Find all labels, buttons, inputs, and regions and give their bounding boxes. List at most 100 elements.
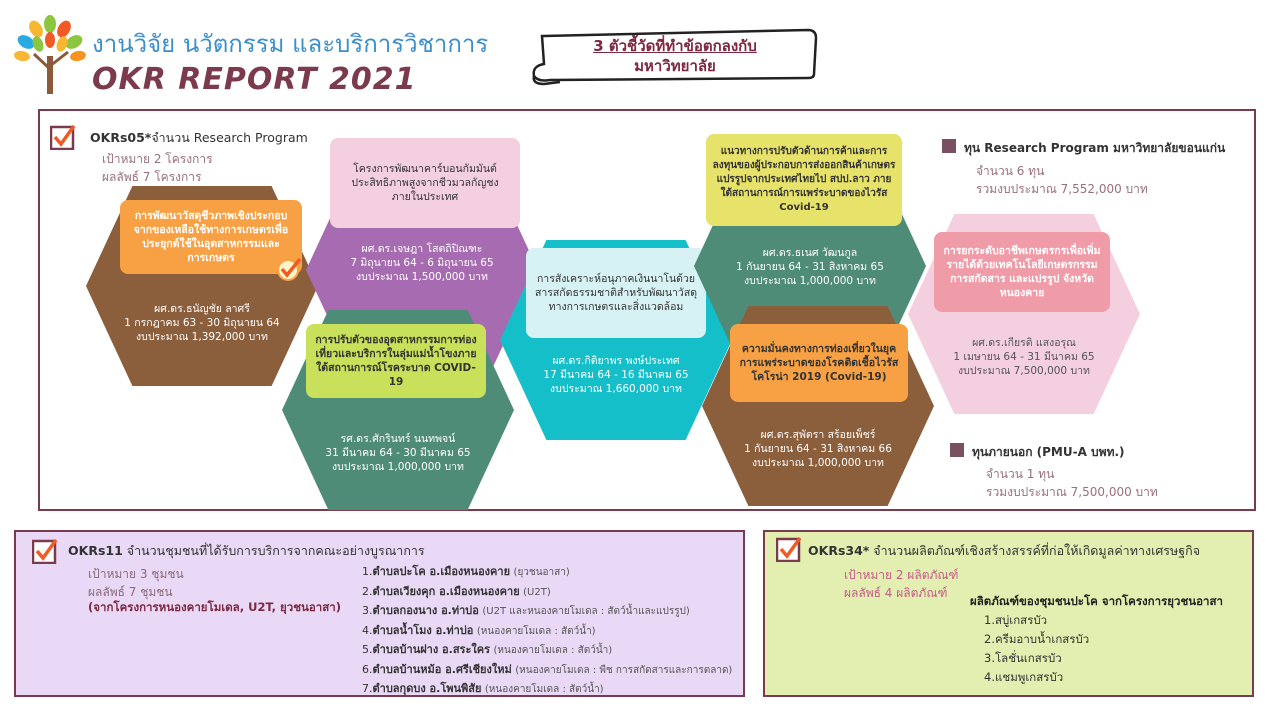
community-note: (ยุวชนอาสา) [513,567,570,578]
okr11-panel [14,530,745,697]
banner-line-2: มหาวิทยาลัย [634,57,716,75]
product-list: 1.สบู่เกสรบัว 2.ครีมอาบน้ำเกสรบัว 3.โลชั่น… [984,611,1089,687]
okr34-target-block: เป้าหมาย 2 ผลิตภัณฑ์ ผลลัพธ์ 4 ผลิตภัณฑ์ [844,566,959,602]
okr34-result: ผลลัพธ์ 4 ผลิตภัณฑ์ [844,586,948,600]
community-note: (หนองคายโมเดล : สัตว์น้ำ) [493,645,613,656]
okr05-target-block: เป้าหมาย 2 โครงการ ผลลัพธ์ 7 โครงการ [102,150,213,186]
community-item: 5.ตำบลบ้านฝาง อ.สระใคร (หนองคายโมเดล : ส… [362,641,732,661]
project-7-title-card: การยกระดับอาชีพเกษตรกรเพื่อเพิ่มรายได้ด้… [934,232,1110,312]
community-item: 2.ตำบลเวียงคุก อ.เมืองหนองคาย (U2T) [362,583,732,603]
checkmark-icon [50,124,76,150]
ribbon-banner [532,28,818,86]
product-item: 4.แชมพูเกสรบัว [984,670,1064,684]
community-name: ตำบลเวียงคุก อ.เมืองหนองคาย [372,584,520,598]
legend-kku-count: จำนวน 6 ทุน [976,164,1045,178]
checkmark-icon [776,536,802,562]
project-3-title: การสังเคราะห์อนุภาคเงินนาโนด้วยสารสกัดธร… [534,273,698,313]
project-5-details: รศ.ดร.ศักรินทร์ นนทพจน์ 31 มีนาคม 64 - 3… [298,432,498,474]
community-number: 2. [362,584,373,598]
banner-line-1: 3 ตัวชี้วัดที่ทำข้อตกลงกับ [593,37,757,55]
legend-kku-swatch [942,139,956,153]
legend-ext-budget: รวมงบประมาณ 7,500,000 บาท [986,485,1158,499]
community-number: 7. [362,682,373,695]
product-item: 2.ครีมอาบน้ำเกสรบัว [984,632,1090,646]
product-item: 1.สบู่เกสรบัว [984,613,1048,627]
project-6-details: ผศ.ดร.สุพัตรา สร้อยเพ็ชร์ 1 กันยายน 64 -… [718,428,918,470]
community-note: (หนองคายโมเดล : พืช การสกัดสารและการตลาด… [515,664,733,676]
okr05-desc: จำนวน Research Program [151,130,308,145]
page-title: งานวิจัย นวัตกรรม และบริการวิชาการ [92,30,489,58]
okr05-code: OKRs05* [90,130,152,145]
project-1-title-card: การพัฒนาวัสดุชีวภาพเชิงประกอบจากของเหลือ… [120,200,302,274]
community-note: (U2T) [523,586,551,598]
project-1-pi: ผศ.ดร.ธนัญชัย ลาศรี [154,303,250,315]
project-2-title: โครงการพัฒนาคาร์บอนกัมมันต์ประสิทธิภาพสู… [351,163,499,203]
project-3-budget: งบประมาณ 1,660,000 บาท [550,383,682,395]
project-6-budget: งบประมาณ 1,000,000 บาท [752,457,884,469]
community-item: 4.ตำบลน้ำโมง อ.ท่าบ่อ (หนองคายโมเดล : สั… [362,622,732,642]
checkmark-icon [277,257,302,281]
product-item: 3.โลชั่นเกสรบัว [984,651,1062,665]
project-6-title: ความมั่นคงทางการท่องเที่ยวในยุคการแพร่ระ… [739,343,899,383]
products-title: ผลิตภัณฑ์ของชุมชนปะโค จากโครงการยุวชนอาส… [970,594,1223,608]
project-5-title: การปรับตัวของอุตสาหกรรมการท่องเที่ยวและบ… [315,334,477,388]
community-item: 7.ตำบลกุดบง อ.โพนพิสัย (หนองคายโมเดล : ส… [362,680,732,700]
project-5-pi: รศ.ดร.ศักรินทร์ นนทพจน์ [340,433,456,445]
legend-ext-info: จำนวน 1 ทุน รวมงบประมาณ 7,500,000 บาท [986,465,1158,501]
project-1-details: ผศ.ดร.ธนัญชัย ลาศรี 1 กรกฎาคม 63 - 30 มิ… [102,302,302,344]
community-list: 1.ตำบลปะโค อ.เมืองหนองคาย (ยุวชนอาสา)2.ต… [362,563,732,700]
project-4-title: แนวทางการปรับตัวด้านการค้าและการลงทุนของ… [712,146,896,213]
community-name: ตำบลปะโค อ.เมืองหนองคาย [372,565,511,578]
okr11-source: (จากโครงการหนองคายโมเดล, U2T, ยุวชนอาสา) [88,600,341,614]
tree-logo [14,15,86,94]
okr34-target: เป้าหมาย 2 ผลิตภัณฑ์ [844,568,959,582]
project-2-pi: ผศ.ดร.เจษฎา โสตถิปิณฑะ [361,243,483,255]
project-1-title: การพัฒนาวัสดุชีวภาพเชิงประกอบจากของเหลือ… [133,210,289,264]
project-3-period: 17 มีนาคม 64 - 16 มีนาคม 65 [543,369,689,381]
project-6-title-card: ความมั่นคงทางการท่องเที่ยวในยุคการแพร่ระ… [730,324,908,402]
community-number: 1. [362,565,373,578]
community-name: ตำบลบ้านฝาง อ.สระใคร [372,643,491,656]
project-4-details: ผศ.ดร.ธเนศ วัฒนกูล 1 กันยายน 64 - 31 สิง… [710,246,910,288]
community-note: (U2T และหนองคายโมเดล : สัตว์น้ำและแปรรูป… [482,606,690,617]
project-3-pi: ผศ.ดร.กิติยาพร พงษ์ประเทศ [552,355,680,367]
okr05-target: เป้าหมาย 2 โครงการ [102,152,213,166]
banner-text: 3 ตัวชี้วัดที่ทำข้อตกลงกับ มหาวิทยาลัย [555,36,795,76]
project-7-title: การยกระดับอาชีพเกษตรกรเพื่อเพิ่มรายได้ด้… [943,245,1101,299]
legend-kku-title: ทุน Research Program มหาวิทยาลัยขอนแก่น [964,141,1226,155]
okr-report-title: OKR REPORT 2021 [92,62,417,97]
checkmark-icon [32,538,58,564]
community-number: 4. [362,623,373,637]
community-number: 3. [362,604,373,617]
legend-kku-budget: รวมงบประมาณ 7,552,000 บาท [976,182,1148,196]
community-item: 1.ตำบลปะโค อ.เมืองหนองคาย (ยุวชนอาสา) [362,563,732,583]
legend-ext-title: ทุนภายนอก (PMU-A บพท.) [972,445,1125,459]
project-7-period: 1 เมษายน 64 - 31 มีนาคม 65 [953,351,1095,363]
project-3-title-card: การสังเคราะห์อนุภาคเงินนาโนด้วยสารสกัดธร… [526,248,706,338]
community-number: 6. [362,662,373,676]
community-item: 6.ตำบลบ้านหม้อ อ.ศรีเชียงใหม่ (หนองคายโม… [362,661,732,681]
community-item: 3.ตำบลกองนาง อ.ท่าบ่อ (U2T และหนองคายโมเ… [362,602,732,622]
project-4-period: 1 กันยายน 64 - 31 สิงหาคม 65 [736,261,884,273]
legend-ext-count: จำนวน 1 ทุน [986,467,1055,481]
community-name: ตำบลน้ำโมง อ.ท่าบ่อ [372,623,474,637]
project-2-period: 7 มิถุนายน 64 - 6 มิถุนายน 65 [350,257,494,269]
project-5-period: 31 มีนาคม 64 - 30 มีนาคม 65 [325,447,471,459]
project-1-period: 1 กรกฎาคม 63 - 30 มิถุนายน 64 [124,317,280,329]
project-3-details: ผศ.ดร.กิติยาพร พงษ์ประเทศ 17 มีนาคม 64 -… [516,354,716,396]
okr34-desc: จำนวนผลิตภัณฑ์เชิงสร้างสรรค์ที่ก่อให้เกิ… [873,543,1201,558]
okr11-header: OKRs11 จำนวนชุมชนที่ได้รับการบริการจากคณ… [68,541,425,561]
community-note: (หนองคายโมเดล : สัตว์น้ำ) [476,625,596,637]
project-4-title-card: แนวทางการปรับตัวด้านการค้าและการลงทุนของ… [706,134,902,226]
community-note: (หนองคายโมเดล : สัตว์น้ำ) [484,684,604,695]
project-7-pi: ผศ.ดร.เกียรติ แสงอรุณ [972,337,1076,349]
project-7-budget: งบประมาณ 7,500,000 บาท [958,365,1090,377]
community-number: 5. [362,643,373,656]
okr11-code: OKRs11 [68,543,123,558]
project-5-budget: งบประมาณ 1,000,000 บาท [332,461,464,473]
legend-kku-info: จำนวน 6 ทุน รวมงบประมาณ 7,552,000 บาท [976,162,1148,198]
okr34-panel [763,530,1254,697]
legend-ext-swatch [950,443,964,457]
okr11-target: เป้าหมาย 3 ชุมชน [88,567,184,581]
project-1-budget: งบประมาณ 1,392,000 บาท [136,331,268,343]
